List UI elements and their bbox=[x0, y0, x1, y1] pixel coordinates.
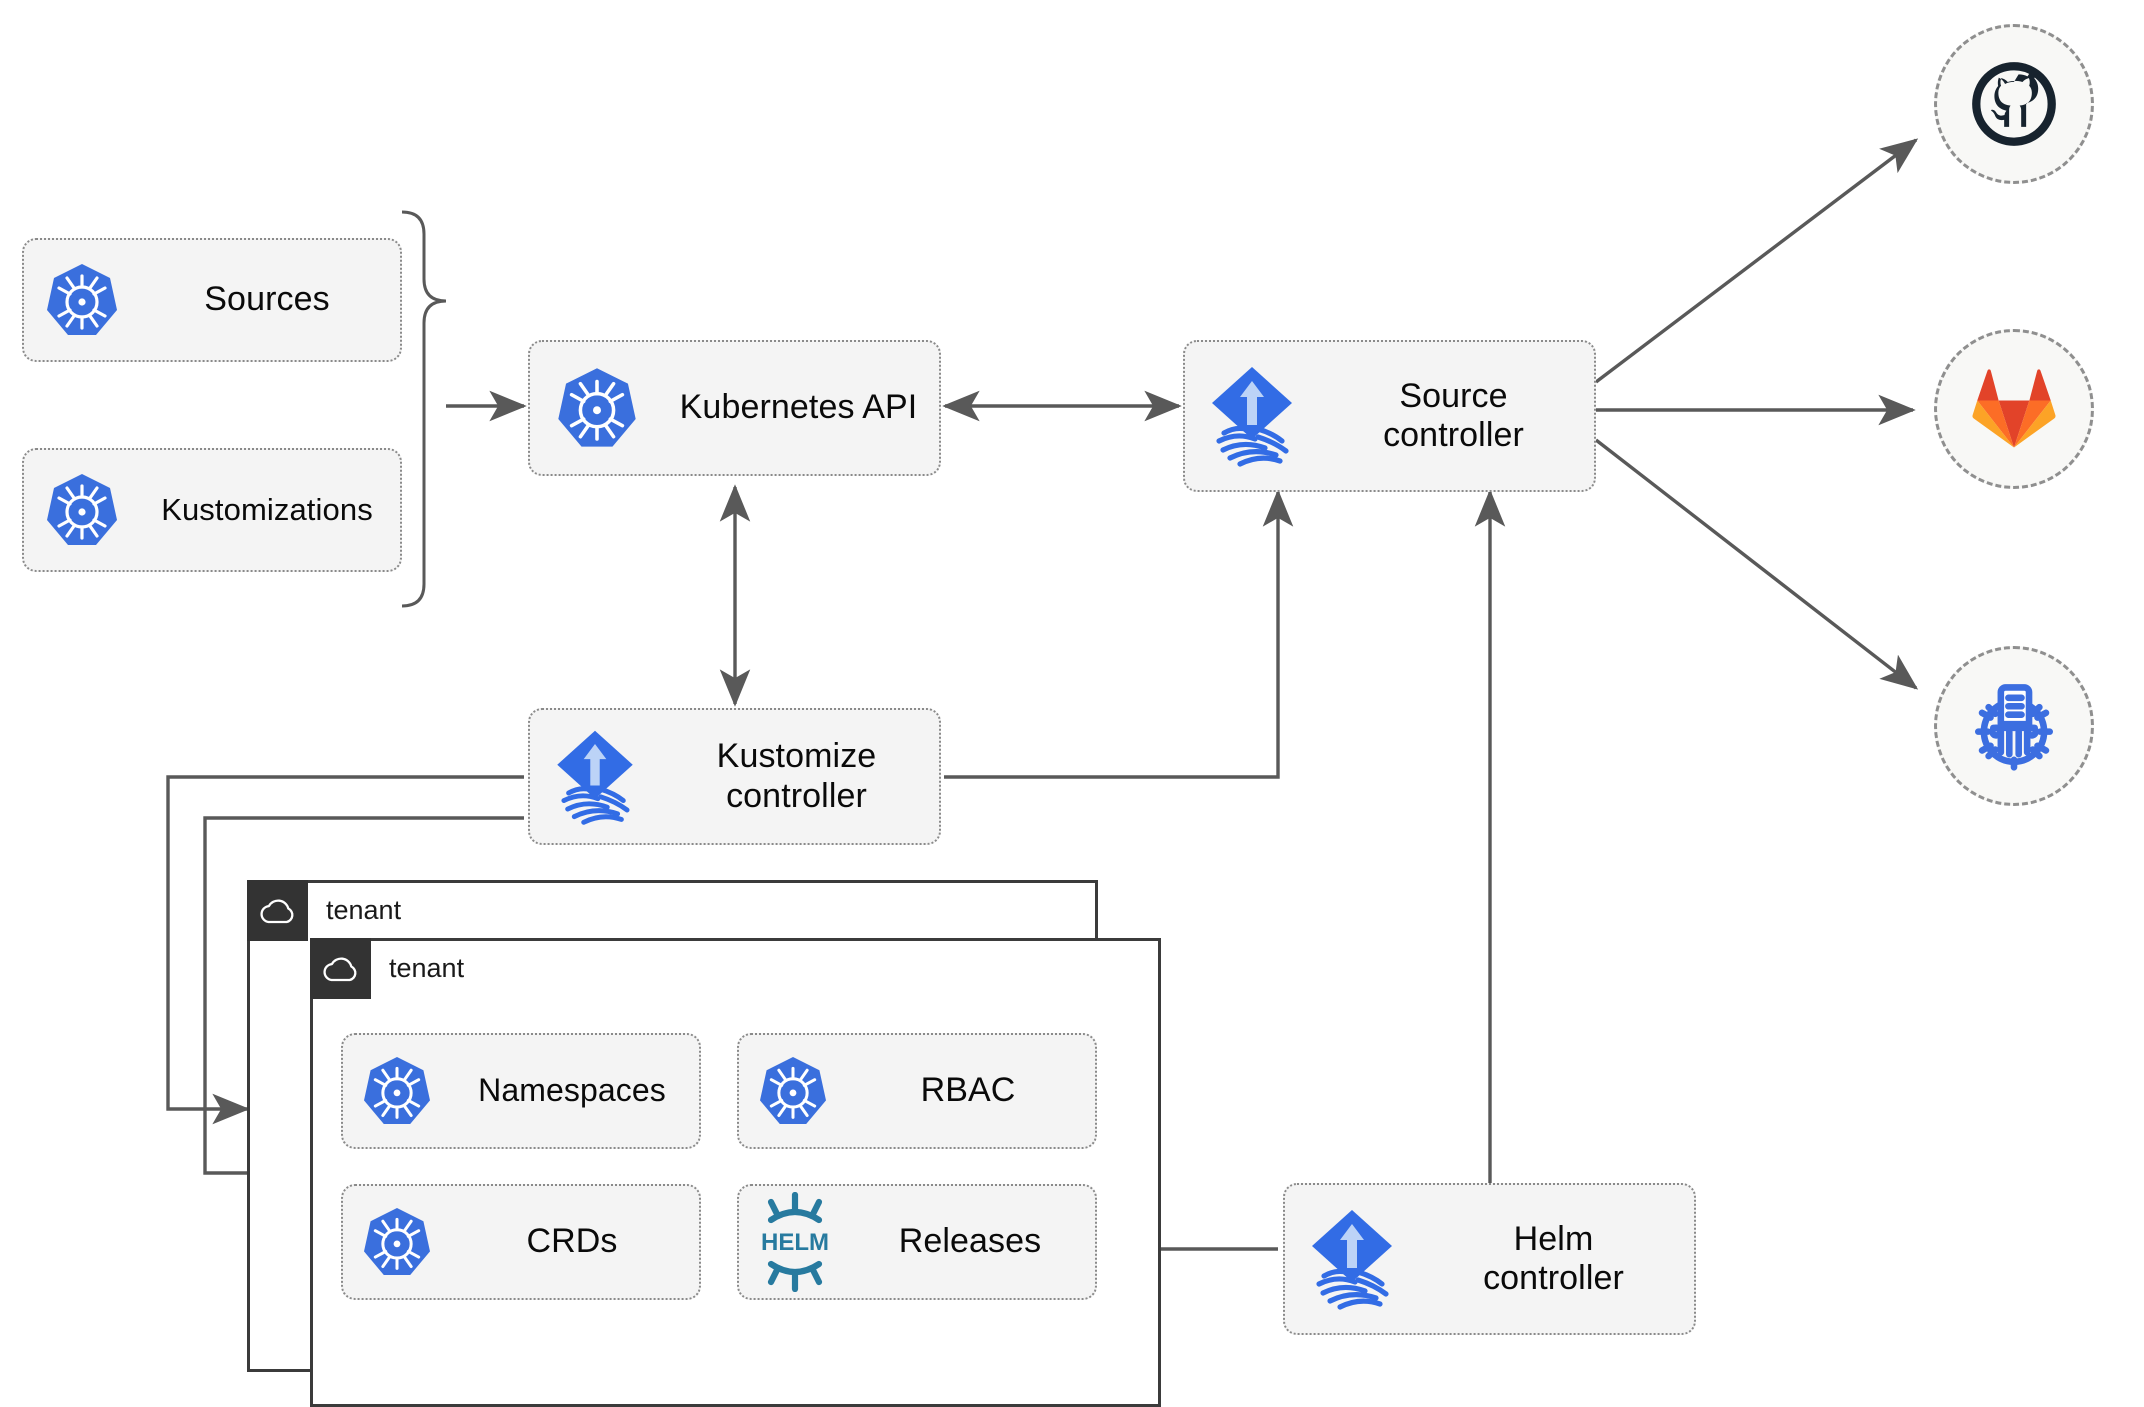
edge-resources-bracket bbox=[401, 210, 447, 608]
node-label-releases: Releases bbox=[898, 1222, 1042, 1261]
kubernetes-icon bbox=[343, 1055, 451, 1127]
node-label-helm-controller: Helm controller bbox=[1483, 1219, 1624, 1297]
cloud-icon bbox=[247, 880, 308, 941]
node-namespaces[interactable]: Namespaces bbox=[341, 1033, 701, 1149]
node-label-crds: CRDs bbox=[526, 1222, 618, 1261]
tenant-tab-front: tenant bbox=[310, 938, 464, 999]
flux-icon bbox=[530, 727, 660, 827]
tenant-label-back: tenant bbox=[326, 895, 402, 925]
node-releases[interactable]: HELM Releases bbox=[737, 1184, 1097, 1300]
node-label-kubernetes-api: Kubernetes API bbox=[679, 388, 918, 427]
gitlab-icon bbox=[1972, 369, 2056, 448]
kubernetes-icon bbox=[343, 1206, 451, 1278]
helm-icon: HELM bbox=[739, 1192, 851, 1292]
node-label-source-controller: Source controller bbox=[1383, 376, 1524, 454]
flux-icon bbox=[1185, 363, 1319, 469]
edge-source-controller-github bbox=[1594, 138, 1919, 384]
edge-kustomize-controller-source-controller bbox=[944, 489, 1294, 779]
provider-helm-repository[interactable] bbox=[1934, 646, 2094, 806]
cloud-icon bbox=[310, 938, 371, 999]
node-helm-controller[interactable]: Helm controller bbox=[1283, 1183, 1696, 1335]
tenant-label-front: tenant bbox=[389, 953, 465, 983]
node-label-rbac: RBAC bbox=[920, 1071, 1016, 1110]
node-source-controller[interactable]: Source controller bbox=[1183, 340, 1596, 492]
edge-kustomize-controller-tenant-back bbox=[166, 775, 524, 1125]
node-label-namespaces: Namespaces bbox=[478, 1072, 666, 1109]
tenant-container-front[interactable]: tenant bbox=[310, 938, 1161, 1407]
flux-icon bbox=[1285, 1206, 1419, 1312]
helm-repository-icon bbox=[1974, 684, 2054, 771]
node-kustomize-controller[interactable]: Kustomize controller bbox=[528, 708, 941, 845]
node-kustomizations[interactable]: Kustomizations bbox=[22, 448, 402, 572]
helm-wordmark: HELM bbox=[761, 1229, 829, 1256]
node-label-sources: Sources bbox=[204, 280, 330, 319]
node-rbac[interactable]: RBAC bbox=[737, 1033, 1097, 1149]
provider-gitlab[interactable] bbox=[1934, 329, 2094, 489]
node-label-kustomize-controller: Kustomize controller bbox=[716, 737, 877, 815]
tenant-tab-back: tenant bbox=[247, 880, 401, 941]
github-icon bbox=[1972, 62, 2056, 146]
node-sources[interactable]: Sources bbox=[22, 238, 402, 362]
kubernetes-icon bbox=[24, 262, 140, 338]
node-crds[interactable]: CRDs bbox=[341, 1184, 701, 1300]
kubernetes-icon bbox=[739, 1055, 847, 1127]
node-label-kustomizations: Kustomizations bbox=[161, 492, 373, 528]
provider-github[interactable] bbox=[1934, 24, 2094, 184]
edge-source-controller-helm-repository bbox=[1594, 438, 1919, 690]
kubernetes-icon bbox=[530, 366, 664, 450]
node-kubernetes-api[interactable]: Kubernetes API bbox=[528, 340, 941, 476]
kubernetes-icon bbox=[24, 472, 140, 548]
